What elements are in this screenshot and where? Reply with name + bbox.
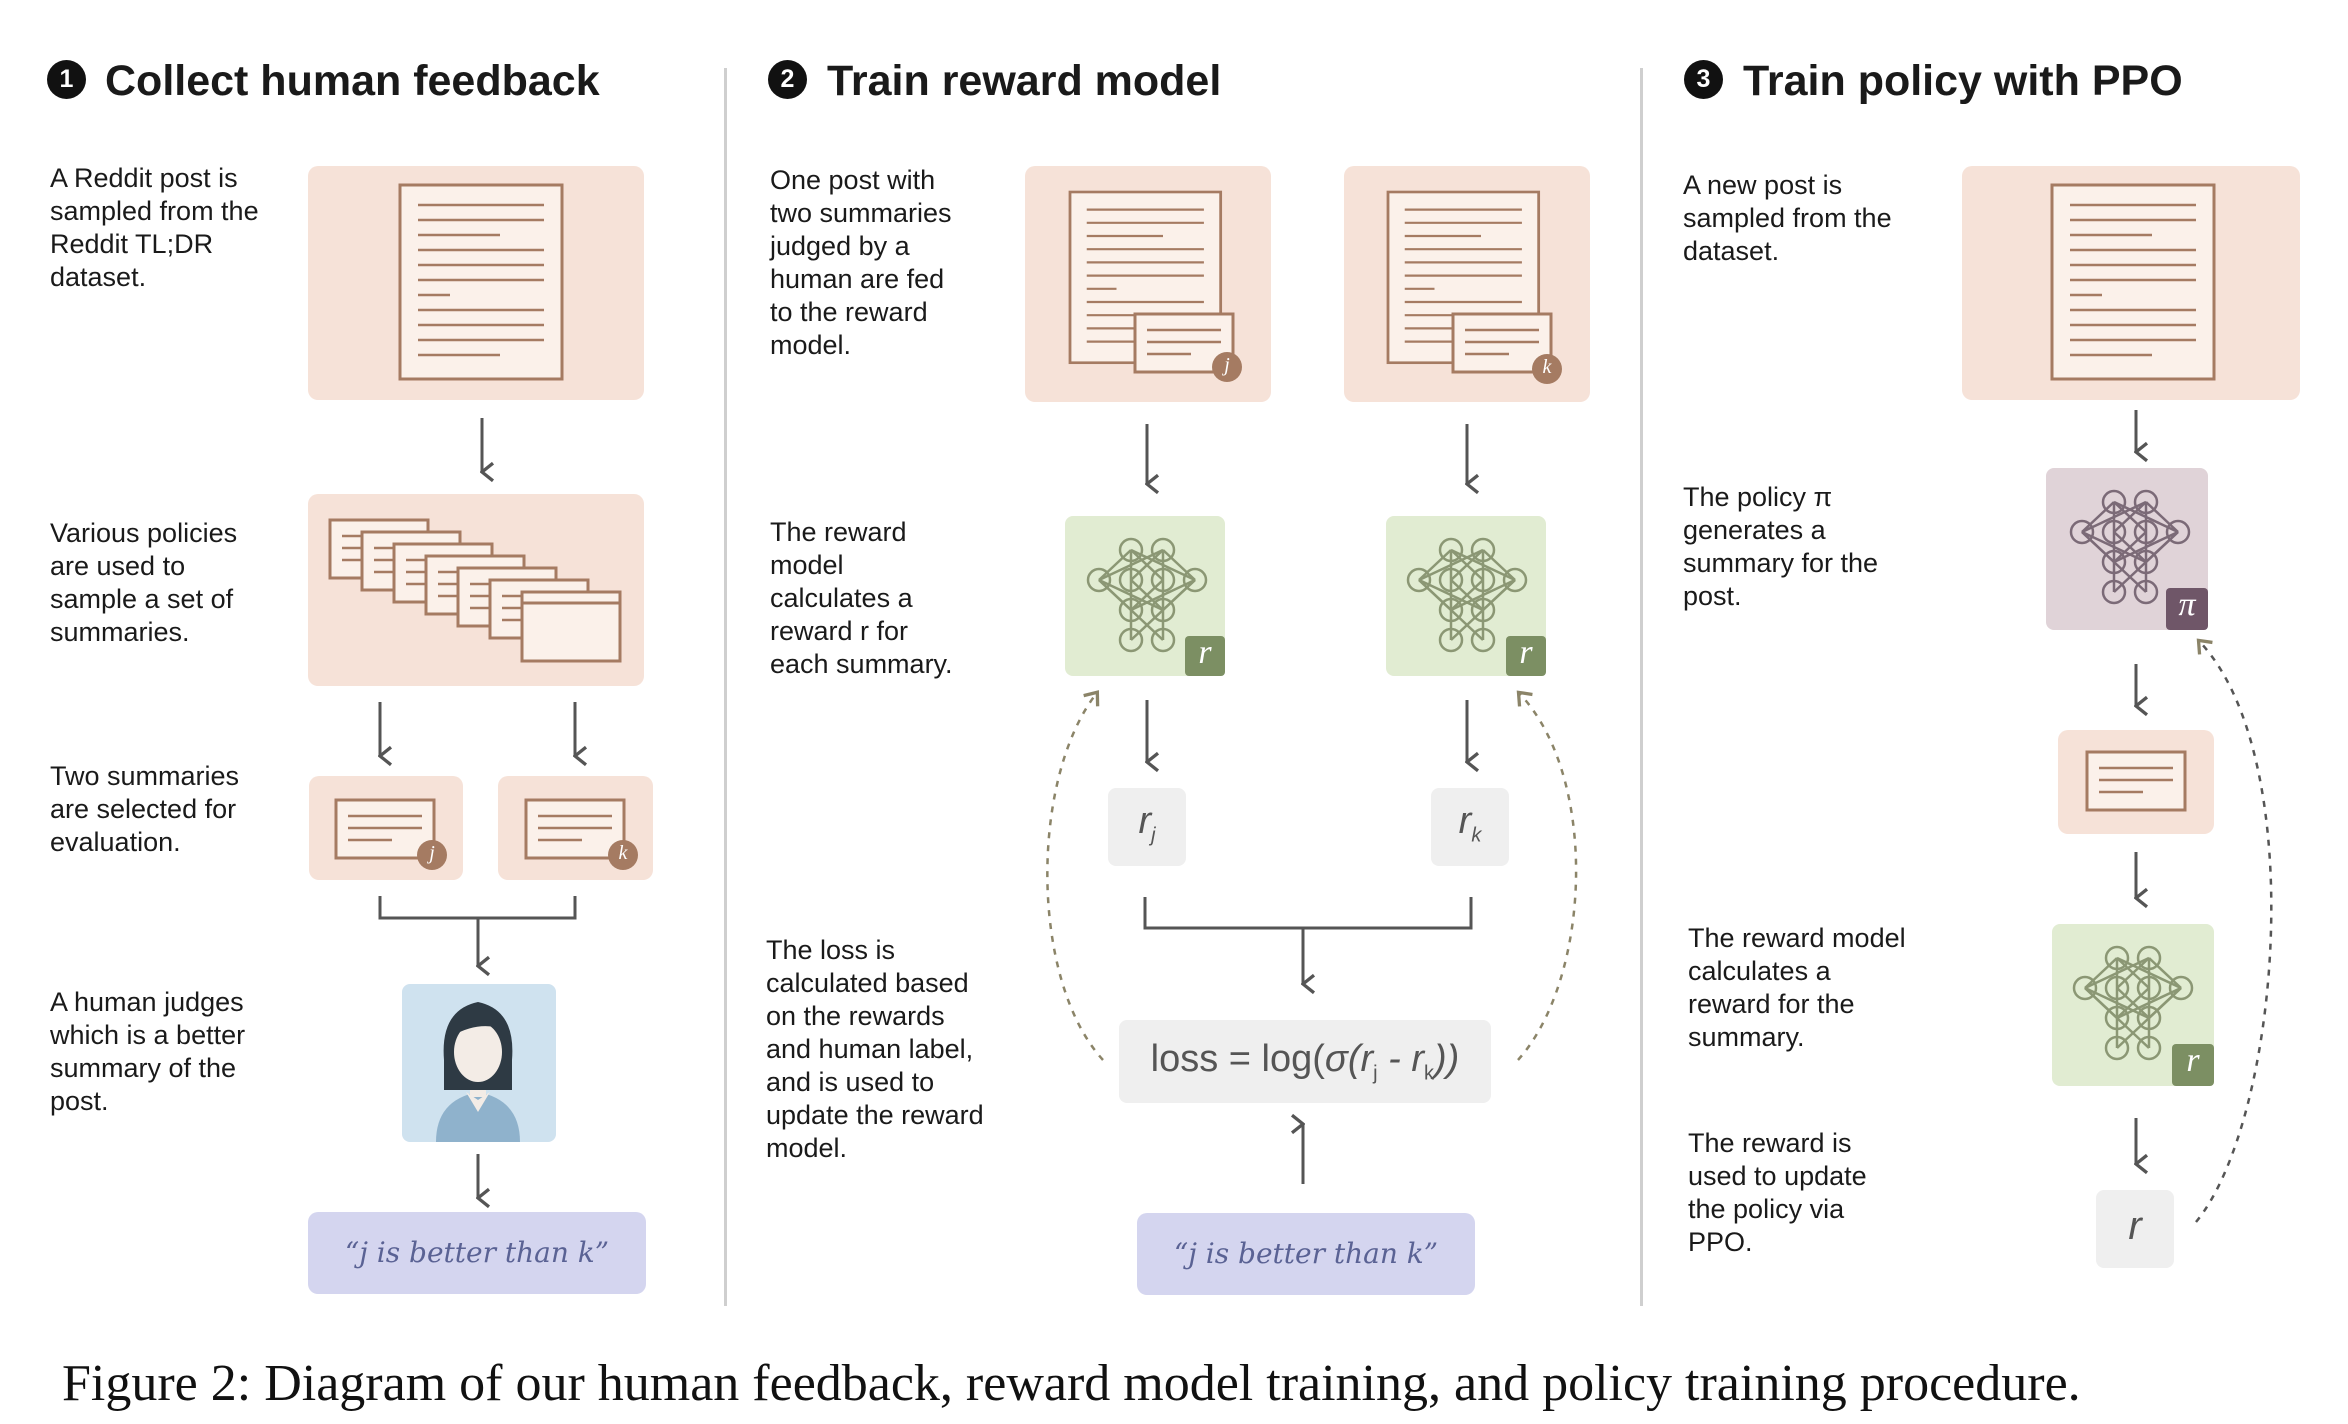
step-1-title: Collect human feedback (105, 57, 600, 105)
reward-badge (1185, 636, 1225, 676)
step-3-number: 3 (1684, 60, 1723, 99)
policy-badge (2166, 588, 2208, 630)
step-1-note-3: Two summaries are selected for evaluatio… (50, 761, 240, 857)
badge-j-label: j (429, 842, 435, 864)
summary-j-box (309, 776, 463, 880)
step-1-note-1: A Reddit post is sampled from the Reddit… (50, 163, 259, 292)
merge-arrow (1143, 897, 1473, 984)
badge-j-label: j (1224, 354, 1230, 376)
panel-divider-1 (724, 68, 727, 1306)
step-2-note-2: The reward model calculates a reward r f… (770, 517, 953, 679)
reward-k-subscript: k (1471, 824, 1482, 847)
step-1-note-4: A human judges which is a better summary… (50, 987, 246, 1116)
reward-model-k (1386, 516, 1546, 676)
person-icon (436, 1002, 520, 1142)
step-2-note-3: The loss is calculated based on the rewa… (766, 935, 984, 1163)
policy-box (2046, 468, 2208, 630)
document-icon (2050, 183, 2216, 381)
badge-k-label: k (618, 842, 628, 864)
reward-badge-label: r (1198, 634, 1212, 671)
reward-j-symbol: r (1138, 800, 1152, 842)
judgement-box-1 (308, 1212, 646, 1294)
step-3-note-1: A new post is sampled from the dataset. (1683, 170, 1892, 266)
ppo-update-arrow (2195, 638, 2273, 1223)
reward-value-box (2096, 1190, 2174, 1268)
new-post-box (1962, 166, 2300, 400)
step-2-note-1: One post with two summaries judged by a … (770, 165, 952, 360)
reward-j-box (1108, 788, 1186, 866)
step-3-title: Train policy with PPO (1743, 57, 2183, 105)
reward-badge (2172, 1044, 2214, 1086)
update-arrow-right (1516, 690, 1578, 1061)
summary-k-box (498, 776, 653, 880)
step-2-number: 2 (768, 60, 807, 99)
document-icon (398, 183, 564, 381)
sampled-summaries-box (308, 494, 644, 686)
generated-summary-box (2058, 730, 2214, 834)
policy-badge-label: π (2178, 586, 2196, 623)
badge-k (608, 840, 638, 870)
judgement-box-2 (1137, 1213, 1475, 1295)
step-3-note-4: The reward is used to update the policy … (1688, 1128, 1867, 1257)
reward-model-box (2052, 924, 2214, 1086)
loss-minus: - r (1377, 1038, 1425, 1080)
judgement-label-2: “j is better than k” (1173, 1237, 1439, 1270)
step-2-title: Train reward model (827, 57, 1222, 105)
step-1-number: 1 (47, 60, 86, 99)
figure-caption: Figure 2: Diagram of our human feedback,… (62, 1355, 2081, 1412)
panel-divider-2 (1640, 68, 1643, 1306)
step-1-note-2: Various policies are used to sample a se… (50, 518, 238, 647)
human-judge (402, 984, 556, 1142)
loss-sub-j: j (1373, 1062, 1378, 1085)
loss-prefix: loss = log( (1150, 1038, 1325, 1080)
loss-suffix: )) (1434, 1038, 1460, 1080)
step-3-note-3: The reward model calculates a reward for… (1688, 923, 1906, 1052)
reward-k-symbol: r (1458, 800, 1472, 842)
reward-model-j (1065, 516, 1225, 676)
judgement-label-1: “j is better than k” (344, 1236, 610, 1269)
reward-badge (1506, 636, 1546, 676)
reward-j-subscript: j (1151, 824, 1156, 847)
reward-badge-label: r (1519, 634, 1533, 671)
loss-sub-k: k (1424, 1062, 1435, 1085)
post-summary-k-box (1344, 166, 1590, 402)
loss-box (1119, 1020, 1491, 1103)
reward-badge-label: r (2186, 1042, 2200, 1079)
loss-sigma: σ(r (1324, 1038, 1374, 1080)
reward-k-box (1431, 788, 1509, 866)
reward-value: r (2128, 1204, 2142, 1248)
update-arrow-left (1046, 690, 1104, 1061)
reward-j-value: rj (1108, 800, 1186, 848)
loss-formula: loss = log(σ(rj - rk)) (1119, 1038, 1491, 1086)
step-3-note-2: The policy π generates a summary for the… (1683, 482, 1879, 611)
reddit-post-box (308, 166, 644, 400)
badge-j (417, 840, 447, 870)
merge-arrow (378, 896, 577, 966)
post-summary-j-box (1025, 166, 1271, 402)
reward-k-value: rk (1431, 800, 1509, 848)
badge-k-label: k (1542, 356, 1552, 378)
